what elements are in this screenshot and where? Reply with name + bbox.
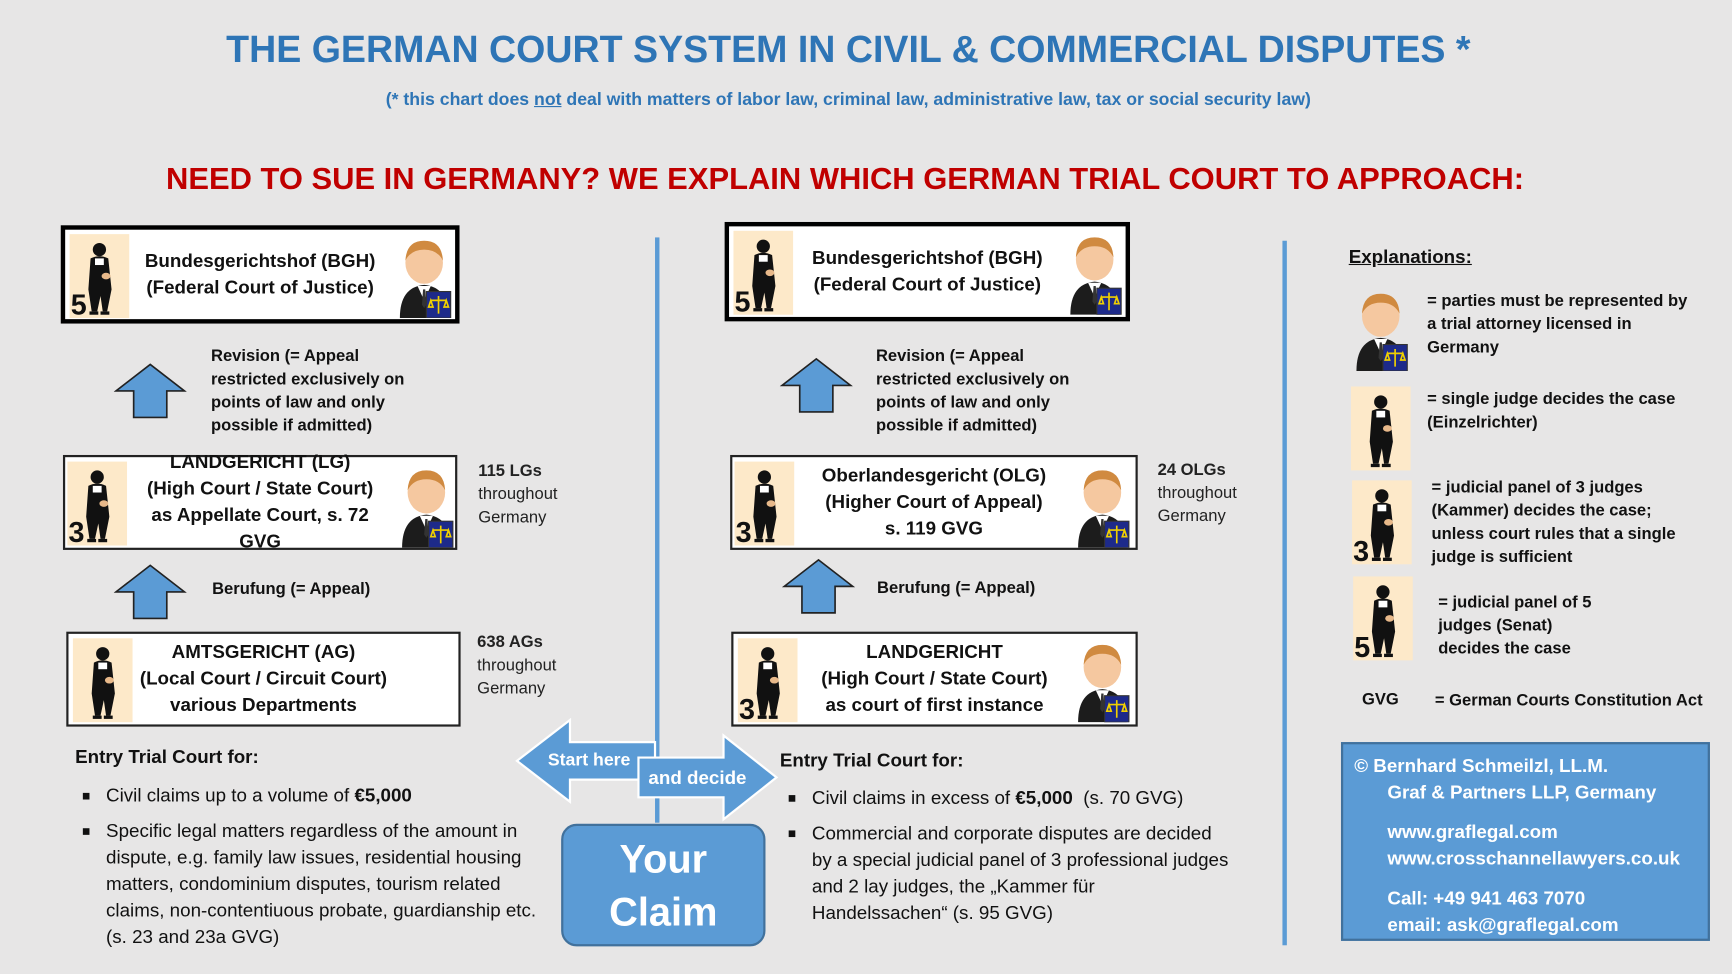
website-link[interactable]: www.graflegal.com <box>1387 821 1558 843</box>
court-name: AMTSGERICHT (AG) <box>171 641 356 663</box>
gvg-abbr: GVG <box>1361 690 1399 709</box>
left-lg-box: 3 LANDGERICHT (LG) (High Court / State Co… <box>62 452 458 552</box>
berufung-note: Berufung (= Appeal) <box>877 578 1036 598</box>
right-bgh-box: 5 Bundesgerichtshof (BGH) (Federal Court … <box>724 221 1131 322</box>
list-item: Civil claims in excess of €5,000 (s. 70 … <box>788 785 1231 812</box>
court-name-en: (Federal Court of Justice) <box>146 276 374 298</box>
judge-count: 3 <box>738 692 755 726</box>
olg-box: 3 Oberlandesgericht (OLG) (Higher Court o… <box>730 454 1138 550</box>
lawyer-icon <box>395 234 452 318</box>
judge-icon: 3 <box>1352 480 1412 568</box>
court-role: as Appellate Court, s. 72 GVG <box>151 504 369 553</box>
judge-count: 5 <box>70 288 87 322</box>
judge-count: 3 <box>735 515 752 549</box>
court-name: LANDGERICHT <box>866 641 1003 663</box>
right-entry-list: Civil claims in excess of €5,000 (s. 70 … <box>788 785 1231 935</box>
court-role: as court of first instance <box>825 694 1044 716</box>
gvg-explanation: = German Courts Constitution Act <box>1434 691 1703 711</box>
judge-icon: 3 <box>67 461 128 549</box>
left-ag-box: AMTSGERICHT (AG) (Local Court / Circuit C… <box>66 631 461 727</box>
judge-icon: 3 <box>737 638 798 726</box>
claim-label: Claim <box>609 888 718 935</box>
left-bgh-box: 5 Bundesgerichtshof (BGH) (Federal Court … <box>60 225 460 324</box>
lawyer-icon <box>1066 231 1123 315</box>
court-name-en: (Local Court / Circuit Court) <box>139 668 388 690</box>
up-arrow-icon <box>782 558 855 615</box>
court-name-en: (Higher Court of Appeal) <box>825 491 1043 513</box>
explanation-single-judge: = single judge decides the case (Einzelr… <box>1427 389 1676 432</box>
judge-icon <box>72 638 133 723</box>
explanation-lawyer: = parties must be represented by a trial… <box>1427 291 1688 357</box>
divider-line <box>1282 240 1287 946</box>
court-name: Bundesgerichtshof (BGH) <box>144 250 376 272</box>
court-role: s. 119 GVG <box>884 517 984 539</box>
direction-arrows <box>515 717 779 822</box>
court-name-en: (High Court / State Court) <box>146 478 374 500</box>
court-name: Bundesgerichtshof (BGH) <box>812 247 1043 269</box>
divider-line <box>655 237 660 823</box>
up-arrow-icon <box>780 357 853 414</box>
list-item: Civil claims up to a volume of €5,000 <box>82 783 552 810</box>
copyright-box: © Bernhard Schmeilzl, LL.M. Graf & Partn… <box>1340 742 1710 941</box>
subtitle-text-rest: deal with matters of labor law, criminal… <box>561 90 1311 110</box>
page-subtitle: (* this chart does not deal with matters… <box>0 91 1697 111</box>
start-here-label: Start here <box>547 750 631 770</box>
your-label: Your <box>619 835 708 882</box>
lawyer-icon <box>398 464 455 548</box>
judge-icon: 5 <box>733 230 794 318</box>
judge-icon: 5 <box>1353 576 1413 664</box>
judge-icon <box>1350 386 1411 471</box>
up-arrow-icon <box>114 362 187 419</box>
right-arrow-shape <box>637 733 779 822</box>
author-name: © Bernhard Schmeilzl, LL.M. <box>1354 755 1609 777</box>
page-title: THE GERMAN COURT SYSTEM IN CIVIL & COMME… <box>226 28 1471 71</box>
court-role: various Departments <box>170 694 357 716</box>
court-name-en: (High Court / State Court) <box>821 668 1048 690</box>
firm-name: Graf & Partners LLP, Germany <box>1387 781 1657 803</box>
your-claim-box[interactable]: Your Claim <box>561 823 766 947</box>
lawyer-icon <box>1352 287 1409 371</box>
subtitle-not: not <box>534 90 562 110</box>
section-heading: NEED TO SUE IN GERMANY? WE EXPLAIN WHICH… <box>165 161 1525 196</box>
phone-number: Call: +49 941 463 7070 <box>1387 887 1586 909</box>
subtitle-text: (* this chart does <box>385 90 535 110</box>
judge-count: 3 <box>1353 534 1370 568</box>
court-name: LANDGERICHT (LG) <box>169 451 351 473</box>
judge-icon: 5 <box>69 234 130 321</box>
judge-count: 5 <box>734 284 751 319</box>
up-arrow-icon <box>114 563 187 620</box>
court-name: Oberlandesgericht (OLG) <box>821 464 1047 486</box>
entry-heading: Entry Trial Court for: <box>75 746 259 768</box>
explanation-five-judges: = judicial panel of 5 judges (Senat) dec… <box>1438 593 1592 659</box>
judge-count: 5 <box>1354 630 1371 664</box>
list-item: Specific legal matters regardless of the… <box>82 818 552 951</box>
berufung-note: Berufung (= Appeal) <box>212 579 371 599</box>
judge-count: 3 <box>68 515 85 549</box>
left-entry-list: Civil claims up to a volume of €5,000 Sp… <box>82 783 552 960</box>
list-item: Commercial and corporate disputes are de… <box>788 820 1231 926</box>
and-decide-label: and decide <box>648 767 747 789</box>
explanations-heading: Explanations: <box>1348 246 1472 268</box>
right-lg-box: 3 LANDGERICHT (High Court / State Court) a… <box>731 631 1138 727</box>
judge-icon: 3 <box>734 461 795 549</box>
website-link[interactable]: www.crosschannellawyers.co.uk <box>1387 848 1680 870</box>
email-link[interactable]: email: ask@graflegal.com <box>1387 914 1619 936</box>
explanation-three-judges: = judicial panel of 3 judges (Kammer) de… <box>1431 478 1676 567</box>
lawyer-icon <box>1074 638 1131 722</box>
entry-heading: Entry Trial Court for: <box>779 749 964 771</box>
lawyer-icon <box>1074 464 1131 548</box>
court-name-en: (Federal Court of Justice) <box>813 273 1042 295</box>
